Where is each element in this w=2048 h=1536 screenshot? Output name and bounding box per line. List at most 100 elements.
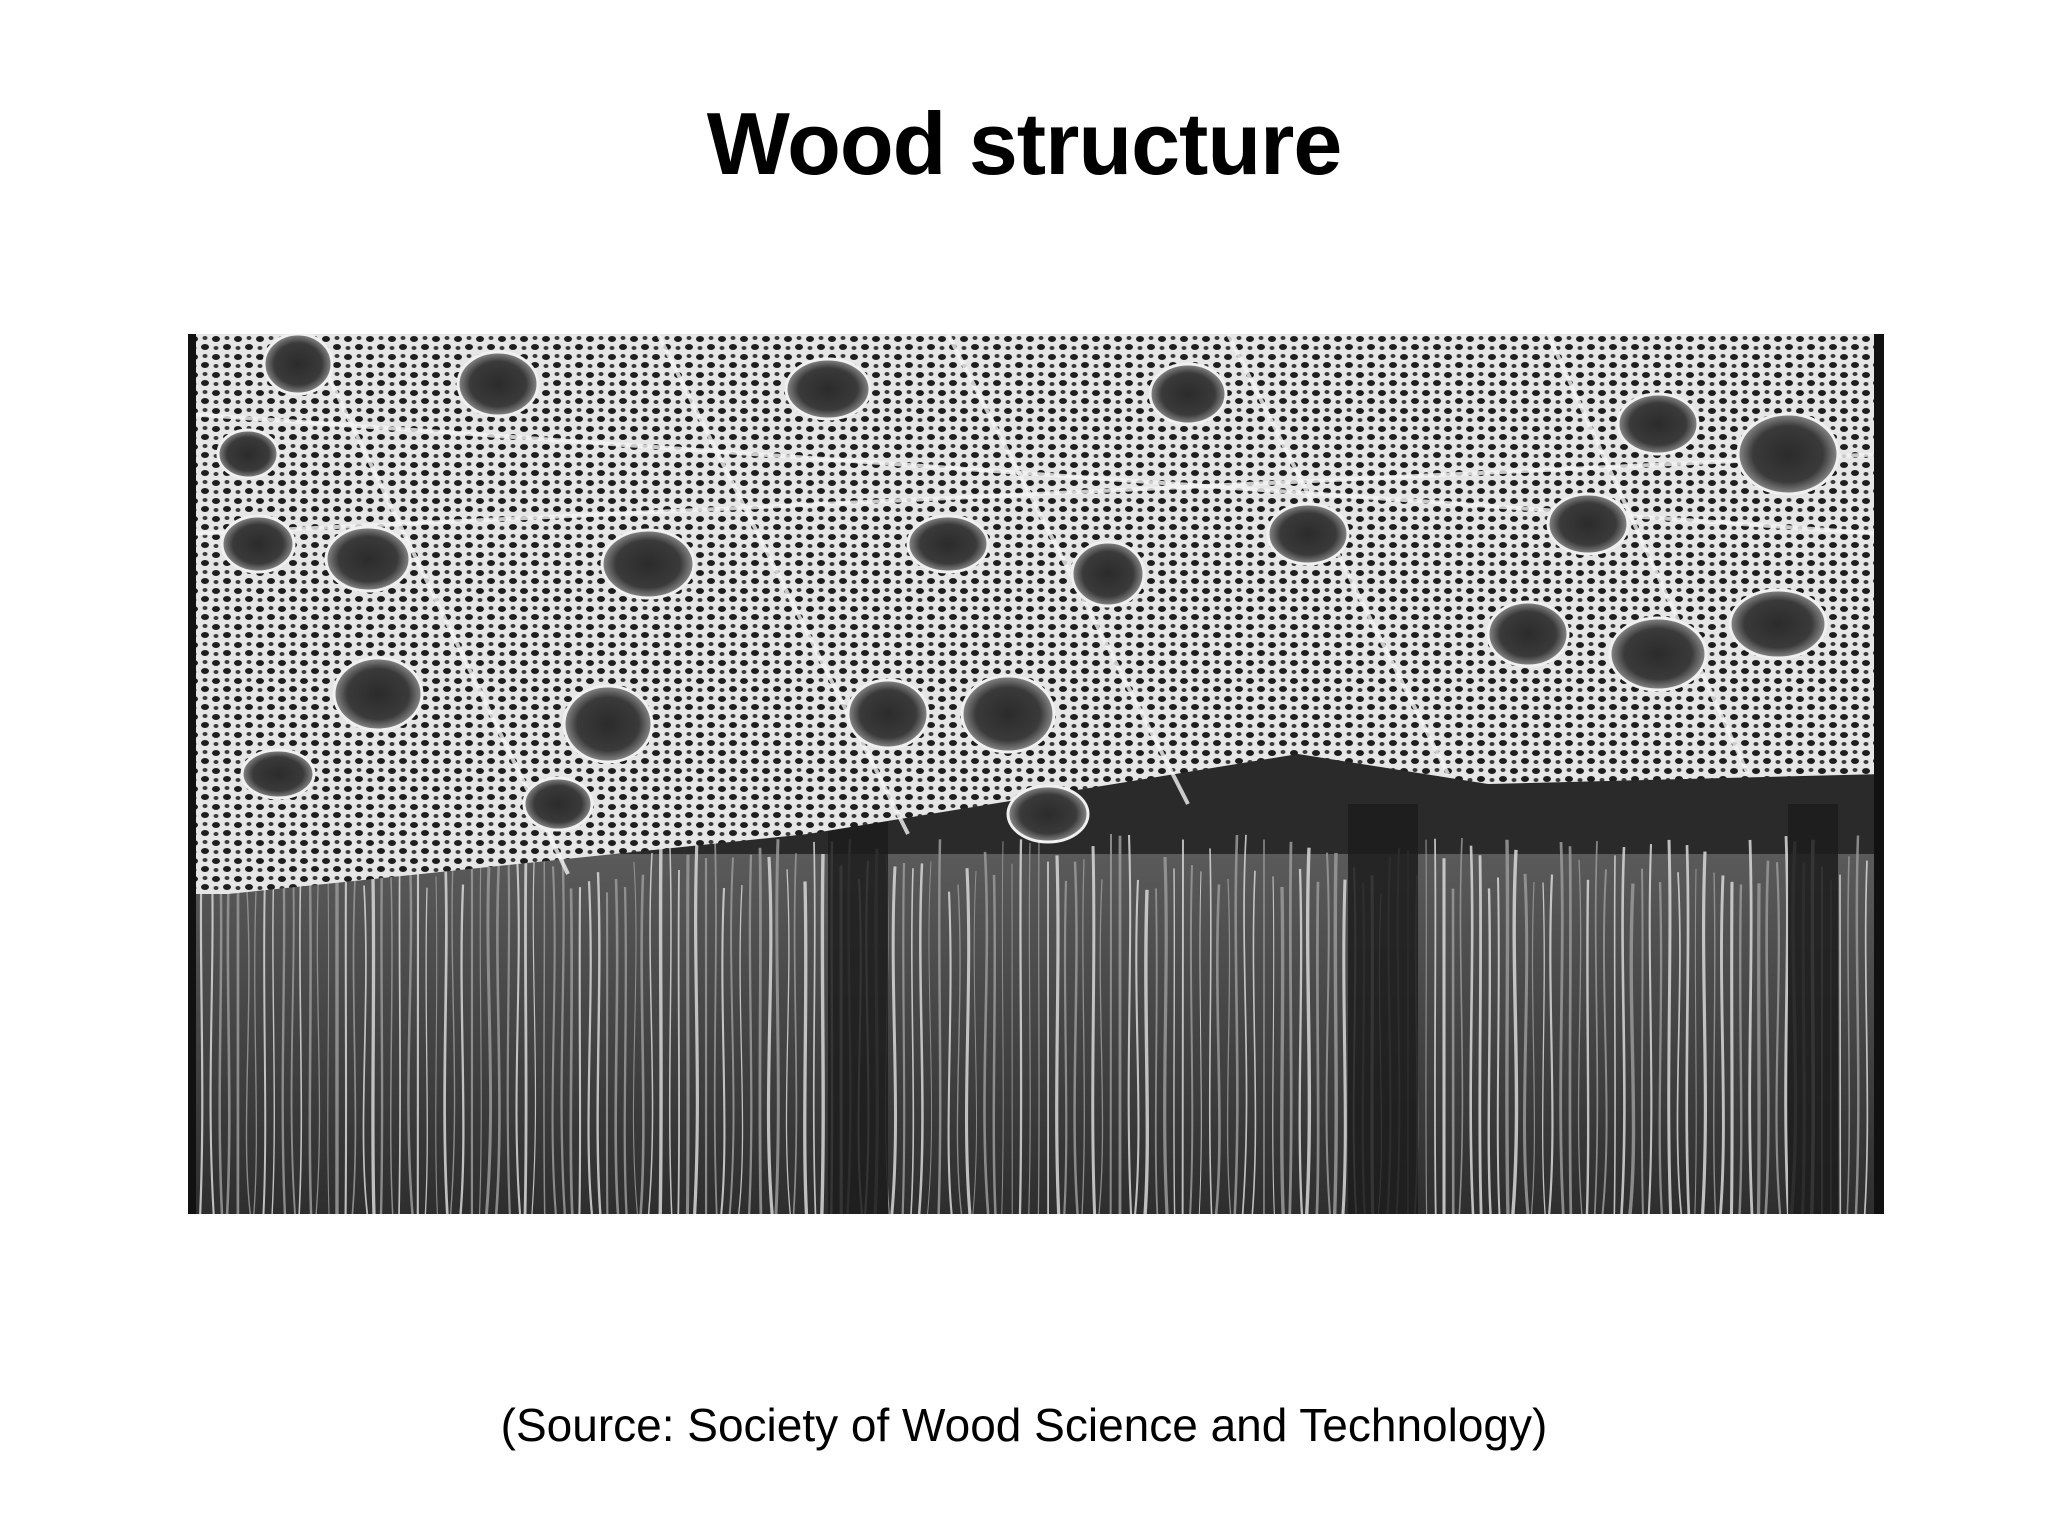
fiber-line [225, 863, 231, 1214]
fiber-line [1272, 876, 1275, 1214]
micrograph-illustration [188, 334, 1884, 1214]
vessel-pore [562, 684, 654, 764]
fiber-line [1863, 860, 1869, 1214]
fiber-line [1854, 835, 1860, 1214]
fiber-line [820, 853, 825, 1214]
fiber-line [1530, 881, 1536, 1214]
slide-title: Wood structure [706, 94, 1343, 193]
vessel-pore [600, 528, 696, 600]
vessel-pore [1070, 540, 1146, 608]
fiber-line [398, 834, 402, 1214]
fiber-line [315, 860, 321, 1214]
fiber-line [1081, 859, 1085, 1214]
fiber-line [1775, 862, 1782, 1214]
fiber-line [1487, 888, 1492, 1214]
vessel-pore [1728, 588, 1828, 660]
vessel-channel [828, 804, 888, 1214]
fiber-line [937, 839, 942, 1214]
fiber-line [803, 881, 809, 1214]
fiber-line [1658, 882, 1663, 1214]
fiber-line [792, 853, 798, 1214]
fiber-line [1127, 834, 1133, 1214]
longitudinal-section [188, 854, 1884, 1214]
fiber-line [551, 866, 557, 1214]
fiber-line [1098, 879, 1104, 1214]
fiber-line [1713, 872, 1717, 1214]
vessel-pore [324, 525, 412, 593]
fiber-line [685, 854, 690, 1214]
fiber-line [1469, 845, 1475, 1214]
fiber-line [1198, 871, 1202, 1214]
ray-line [656, 334, 910, 835]
fiber-line [1846, 856, 1851, 1214]
fiber-line [424, 887, 428, 1214]
left-edge [188, 334, 196, 1214]
fiber-line [371, 878, 376, 1214]
fiber-line [1718, 875, 1725, 1214]
fiber-line [1764, 860, 1770, 1214]
fiber-line [639, 874, 645, 1214]
fiber-line [766, 856, 774, 1214]
fiber-line [1143, 889, 1149, 1214]
fiber-line [1640, 868, 1644, 1214]
fiber-line [693, 839, 699, 1214]
fiber-line [1620, 846, 1626, 1214]
fiber-line [1226, 878, 1232, 1214]
fiber-line [917, 863, 924, 1214]
fiber-line [218, 851, 224, 1214]
fiber-line [560, 841, 566, 1214]
vessel-channel [1348, 804, 1418, 1214]
fiber-line [494, 858, 501, 1214]
fiber-line [668, 847, 673, 1214]
ray-line [946, 334, 1190, 805]
vessel-pore [846, 678, 930, 750]
vessel-pore [1486, 600, 1570, 668]
vessel-pore [220, 514, 296, 574]
vessel-pore [960, 674, 1056, 754]
fiber-line [1280, 886, 1285, 1214]
fiber-line [1425, 839, 1428, 1214]
fiber-line [774, 839, 780, 1214]
fiber-line [362, 885, 369, 1214]
fiber-line [449, 838, 456, 1214]
fiber-line [587, 881, 593, 1214]
fiber-line [1189, 865, 1194, 1214]
fiber-line [677, 869, 681, 1214]
fiber-line [1091, 846, 1097, 1214]
right-edge [1874, 334, 1884, 1214]
fiber-line [1037, 840, 1040, 1214]
fiber-line [983, 851, 990, 1214]
fiber-line [308, 879, 313, 1214]
fiber-line [658, 836, 663, 1214]
vessel-pore [1266, 502, 1350, 566]
vessel-pore [1006, 784, 1090, 844]
fiber-line [1173, 868, 1176, 1214]
fiber-line [1325, 852, 1331, 1214]
fiber-line [1001, 841, 1004, 1214]
fiber-line [596, 872, 602, 1214]
fiber-line [992, 874, 997, 1214]
fiber-line [1063, 880, 1068, 1214]
fiber-line [632, 861, 638, 1214]
image-source-caption: (Source: Society of Wood Science and Tec… [500, 1399, 1548, 1451]
fiber-line [1315, 881, 1320, 1214]
fiber-line [1208, 848, 1213, 1214]
fiber-line [1241, 834, 1248, 1214]
fiber-line [1251, 870, 1257, 1214]
fiber-line [1288, 841, 1293, 1214]
fiber-line [1568, 846, 1573, 1214]
fiber-line [1593, 841, 1599, 1214]
fiber-line [523, 850, 528, 1214]
fiber-line [459, 884, 465, 1214]
vessel-pore [262, 334, 334, 396]
fiber-line [1523, 873, 1530, 1214]
fiber-line [1233, 835, 1239, 1214]
fiber-line [379, 853, 384, 1214]
fiber-line [1729, 881, 1734, 1214]
ray-line [306, 334, 570, 875]
fiber-line [901, 862, 906, 1214]
fiber-line [956, 884, 963, 1214]
fiber-line [785, 869, 791, 1214]
ray-line [1546, 334, 1750, 775]
